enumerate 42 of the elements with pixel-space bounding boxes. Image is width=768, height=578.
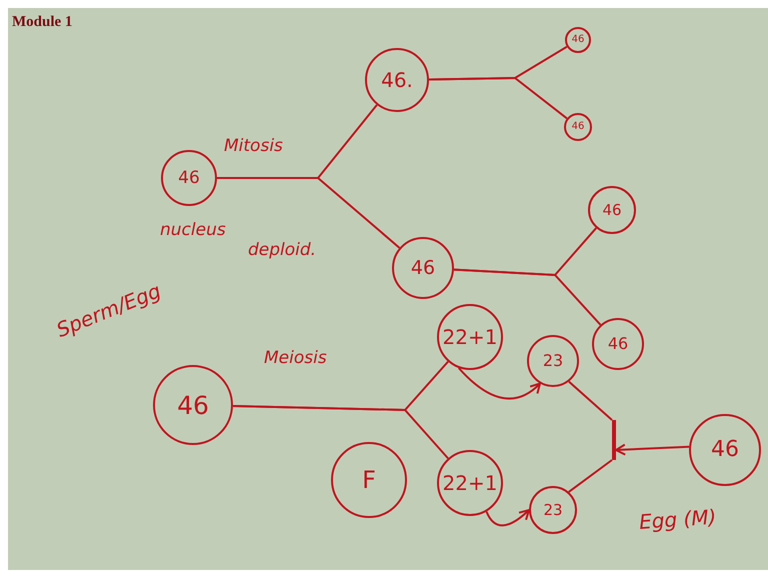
connector-line — [568, 459, 613, 493]
node-text: 23 — [542, 353, 564, 369]
arrow — [458, 367, 541, 400]
slide-title: Module 1 — [12, 14, 72, 31]
node-text: 46 — [711, 439, 739, 461]
connector-line — [454, 268, 602, 326]
node-text: 46 — [178, 170, 200, 186]
connector-line — [217, 177, 400, 249]
node-circle — [437, 450, 503, 516]
node-circle — [527, 335, 579, 387]
node-circle — [331, 442, 407, 518]
junction-bar — [612, 420, 616, 460]
arrow — [615, 444, 690, 456]
connector-line — [428, 77, 568, 120]
node-circle — [588, 186, 636, 234]
node-circle — [689, 414, 761, 486]
connector-line — [232, 404, 449, 460]
node-text: 46. — [381, 70, 413, 90]
node-circle — [564, 113, 592, 141]
node-text: 46 — [572, 35, 584, 45]
node-text: 46 — [602, 202, 622, 218]
annotation-text: deploid. — [248, 240, 316, 260]
node-circle — [161, 150, 217, 206]
node-circle — [365, 48, 429, 112]
node-text: F — [362, 468, 376, 492]
node-text: 46 — [177, 392, 209, 418]
node-circle — [529, 486, 577, 534]
node-text: 46 — [608, 336, 628, 352]
node-caption: nucleus — [160, 220, 226, 240]
node-text: 46 — [410, 258, 436, 278]
node-circle — [437, 304, 503, 370]
node-text: 22+1 — [442, 473, 498, 493]
node-caption: Egg (M) — [638, 504, 718, 534]
node-circle — [592, 318, 644, 370]
connector-line — [568, 380, 613, 421]
node-text: 46 — [572, 122, 584, 132]
node-text: 22+1 — [442, 327, 498, 347]
arrow — [486, 509, 530, 526]
node-text: 23 — [543, 502, 563, 518]
node-circle — [153, 365, 233, 445]
node-circle — [392, 237, 454, 299]
node-circle — [565, 27, 591, 53]
